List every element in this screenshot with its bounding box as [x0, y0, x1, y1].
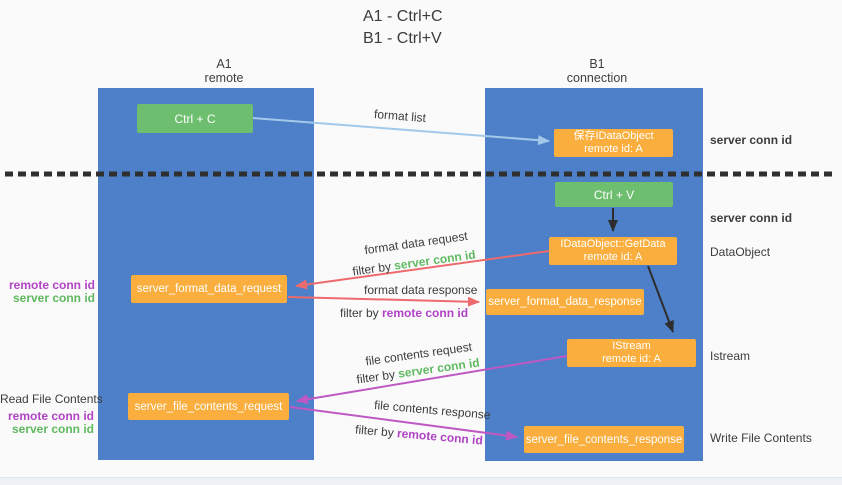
istream-line2: remote id: A: [602, 353, 661, 365]
ctrl-v-label: Ctrl + V: [593, 187, 635, 202]
server-conn-id-label-left-bottom: server conn id: [11, 422, 94, 436]
save-idataobject-line2: remote id: A: [584, 143, 643, 155]
lane-b1-subtitle: connection: [566, 71, 628, 85]
lane-header-b1: B1 connection: [527, 57, 667, 85]
format-data-response-filter-label: filter by remote conn id: [340, 306, 468, 320]
server-format-data-request-node: server_format_data_request: [131, 275, 287, 303]
filter-by-text: filter by: [354, 422, 398, 441]
read-file-contents-label: Read File Contents: [0, 392, 103, 406]
remote-conn-id-text: remote conn id: [396, 426, 484, 448]
filter-by-text: filter by: [351, 258, 396, 279]
remote-conn-id-text: remote conn id: [382, 306, 469, 320]
ctrl-c-node: Ctrl + C: [137, 104, 253, 133]
format-response-label: server_format_data_response: [488, 296, 642, 308]
filter-by-text: filter by: [340, 306, 383, 320]
server-file-contents-request-node: server_file_contents_request: [128, 393, 289, 420]
file-request-label: server_file_contents_request: [134, 400, 283, 413]
lane-a1-name: A1: [216, 57, 232, 71]
title-line-2: B1 - Ctrl+V: [363, 30, 442, 47]
title-line-1: A1 - Ctrl+C: [363, 8, 443, 25]
server-file-contents-response-node: server_file_contents_response: [524, 426, 684, 453]
dataobject-label: DataObject: [710, 245, 771, 259]
getdata-line1: IDataObject::GetData: [560, 238, 666, 250]
lane-a1-subtitle: remote: [204, 71, 244, 85]
istream-side-label: Istream: [710, 349, 751, 363]
lane-header-a1: A1 remote: [154, 57, 294, 85]
ctrl-v-node: Ctrl + V: [555, 182, 673, 207]
istream-line1: IStream: [612, 340, 651, 352]
format-data-response-arrow: [287, 296, 480, 307]
conn-id-labels-bottom: remote conn id server conn id: [0, 410, 94, 436]
ctrl-c-label: Ctrl + C: [174, 111, 216, 126]
getdata-line2: remote id: A: [583, 251, 643, 263]
filter-by-text: filter by: [355, 366, 400, 387]
server-conn-id-label-mid: server conn id: [710, 211, 793, 225]
save-idataobject-line1: 保存IDataObject: [573, 130, 654, 142]
idataobject-getdata-node: IDataObject::GetData remote id: A: [549, 237, 677, 265]
window-bottom-edge: [0, 477, 842, 485]
format-list-label: format list: [373, 106, 427, 126]
diagram-title: A1 - Ctrl+C B1 - Ctrl+V: [363, 6, 443, 50]
file-contents-response-filter-label: filter by remote conn id: [355, 422, 484, 447]
file-response-label: server_file_contents_response: [525, 433, 683, 446]
istream-node: IStream remote id: A: [567, 339, 696, 367]
format-request-label: server_format_data_request: [136, 283, 282, 295]
lane-b1-name: B1: [589, 57, 605, 71]
format-data-response-label: format data response: [364, 283, 478, 297]
write-file-contents-label: Write File Contents: [710, 431, 812, 445]
remote-conn-id-label-bottom: remote conn id: [7, 409, 94, 423]
server-conn-id-label-top: server conn id: [710, 133, 793, 147]
remote-conn-id-label-top: remote conn id: [8, 278, 95, 292]
server-format-data-response-node: server_format_data_response: [486, 289, 644, 315]
file-contents-response-label: file contents response: [373, 397, 492, 423]
server-conn-id-label-left-top: server conn id: [12, 291, 95, 305]
save-idataobject-node: 保存IDataObject remote id: A: [554, 129, 673, 157]
conn-id-labels-top: remote conn id server conn id: [0, 279, 95, 305]
